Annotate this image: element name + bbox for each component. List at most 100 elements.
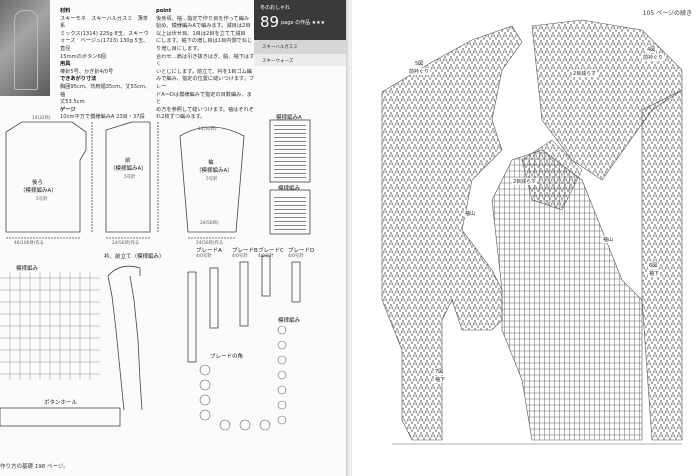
braid-motif (277, 370, 287, 380)
back-piece-outline (5, 121, 87, 233)
braid-b-strip (239, 261, 249, 327)
braid-corner-title: ブレードの角 (210, 354, 244, 360)
right-chart (381, 19, 683, 445)
small-chart-stitches (274, 124, 306, 178)
buttonhole-band (0, 407, 121, 427)
point-line: り増し目にします。 (156, 45, 203, 52)
point-line: ドA～Dは模様編みで指定の目数編み、まと (156, 91, 252, 106)
point-line: 後身頃、袖…指定で作り目を作って編み (156, 15, 250, 22)
side-label: 袖山 (464, 210, 477, 217)
chart-piece-inner (521, 139, 583, 211)
point-line: みで編み、指定の位置に縫いつけます。ブレー (156, 76, 255, 90)
right-page: 105 ページの続き 5図 前衿ぐり 4図 前衿ぐり 袖山 袖山 6図 袖下 7… (352, 0, 700, 476)
materials-line: スキーモネ スキーハルガスミ 薄茶系 (60, 15, 148, 30)
braid-motif (199, 364, 211, 376)
small-chart-frame (269, 119, 311, 183)
front-band-line-2 (129, 275, 143, 411)
shoulder-label: 袖山 (602, 236, 615, 243)
braid-motif (277, 400, 287, 410)
size-line: 胸囲95cm、背肩幅35cm、丈55cm、袖 (60, 83, 151, 98)
braid-c-strip (261, 255, 271, 297)
braid-c-label: ブレードC (258, 248, 284, 254)
front-width: 24(56目)作る (112, 241, 140, 246)
header-tag: 冬のおしゃれ (260, 5, 291, 11)
materials-line: ミックス(1314) 225g 8玉、スキーウォーズ ベージュ(1723) 13… (60, 30, 149, 52)
braid-motif (277, 385, 287, 395)
braid-d-strip (291, 261, 301, 303)
braid-motif (277, 340, 287, 350)
yarn-name-2: スキーウォーズ (262, 59, 294, 64)
tools-title: 用具 (60, 61, 71, 68)
collar-title: 衿、前立て（模様編み） (104, 254, 165, 260)
braid-strip-left (187, 271, 197, 363)
pattern-a-grid-cols (9, 272, 91, 380)
front-sub: （模様編みA） (110, 166, 147, 172)
pattern-a-title: 模様編み (16, 266, 39, 272)
collar-curve (107, 265, 141, 277)
front-band-line (107, 275, 125, 411)
small-chart-frame-2 (269, 189, 311, 235)
buttonhole-label: ボタンホール (44, 400, 78, 406)
point-title: point (156, 8, 172, 14)
piece7-sub: 袖下 (434, 376, 447, 383)
braid-motif (277, 355, 287, 365)
piece6-sub: 袖下 (648, 270, 661, 277)
braid-b-label: ブレードB (232, 248, 258, 254)
back-sub: （模様編みA） (20, 188, 57, 194)
decrease-label: 2目減らす (572, 70, 598, 77)
braid-motif (277, 325, 287, 335)
front-piece-outline (105, 121, 151, 233)
braid-motif (277, 415, 287, 425)
point-line: 以上は伏せ目、1目は2目を立てて減目 (156, 30, 246, 37)
back-needle: 5号針 (36, 197, 48, 202)
size-title: できあがり寸法 (60, 76, 97, 83)
size-line: 丈53.5cm (60, 99, 85, 106)
small-chart-title: 模様編みA (276, 115, 302, 121)
braid-a-strip (209, 267, 219, 329)
small-chart-stitches-2 (274, 194, 306, 230)
point-line: れ2枚ずつ編みます。 (156, 114, 206, 121)
piece5-sub: 前衿ぐり (408, 68, 431, 75)
braid-a-label: ブレードA (196, 248, 222, 254)
materials-block: 材料 スキーモネ スキーハルガスミ 薄茶系 ミックス(1314) 225g 8玉… (60, 8, 152, 122)
braid-b-note: 4/0号針 (232, 254, 248, 259)
braid-d-note: 4/0号針 (288, 254, 304, 259)
piece4-sub: 前衿ぐり (642, 54, 665, 61)
gauge-title: ゲージ (60, 106, 76, 113)
point-line: 始め、模様編みAで編みます。減目は2目 (156, 23, 251, 30)
decrease-label-2: 2目減らす (512, 178, 538, 185)
braid-d-label: ブレードD (288, 248, 315, 254)
garment-photo (0, 0, 50, 96)
braid-motif (259, 419, 271, 431)
header-band: 冬のおしゃれ 89 page の作品 ★★★ (254, 0, 348, 40)
braid-motif (219, 419, 231, 431)
braid-motif (199, 379, 211, 391)
sleeve-bottom: 24(56目) (200, 221, 219, 226)
yarn-band-2: スキーウォーズ (254, 54, 348, 66)
sleeve-top: 14(32目) (198, 127, 217, 132)
footnote: 作り方の基礎 198 ページ。 (0, 464, 69, 470)
sleeve-width: 24(56目)作る (196, 241, 224, 246)
sleeve-sub: （模様編みA） (196, 168, 233, 174)
front-label: 前 (125, 158, 131, 164)
braid-c-note: 4/0号針 (258, 254, 274, 259)
gauge-line: 10cm平方で模様編みA 23目・37段 (60, 114, 145, 121)
sleeve-outline (179, 126, 245, 233)
point-line: いとじにします。前立て、衿を1目ゴム編 (156, 68, 252, 75)
front-needle: 5号針 (124, 175, 136, 180)
yarn-name-1: スキーハルガスミ (262, 45, 298, 50)
sleeve-label: 袖 (208, 160, 214, 166)
piece7-label: 7図 (434, 368, 445, 375)
materials-title: 材料 (60, 8, 71, 14)
point-line: 合わせ…肩は引き抜きはぎ、脇、袖下はすく (156, 53, 255, 68)
point-block: point 後身頃、袖…指定で作り目を作って編み 始め、模様編みAで編みます。減… (156, 8, 256, 122)
back-label: 後ろ (32, 180, 44, 186)
sleeve-needle: 5号針 (206, 177, 218, 182)
back-width: 46(106目)作る (14, 241, 44, 246)
braid-motif (199, 409, 211, 421)
back-neck: 14(32目) (32, 116, 51, 121)
braid-motif (239, 419, 251, 431)
left-schematics (0, 119, 311, 431)
small-chart-sub: 模様編み (278, 186, 301, 192)
header-sub: page の作品 ★★★ (281, 20, 326, 26)
